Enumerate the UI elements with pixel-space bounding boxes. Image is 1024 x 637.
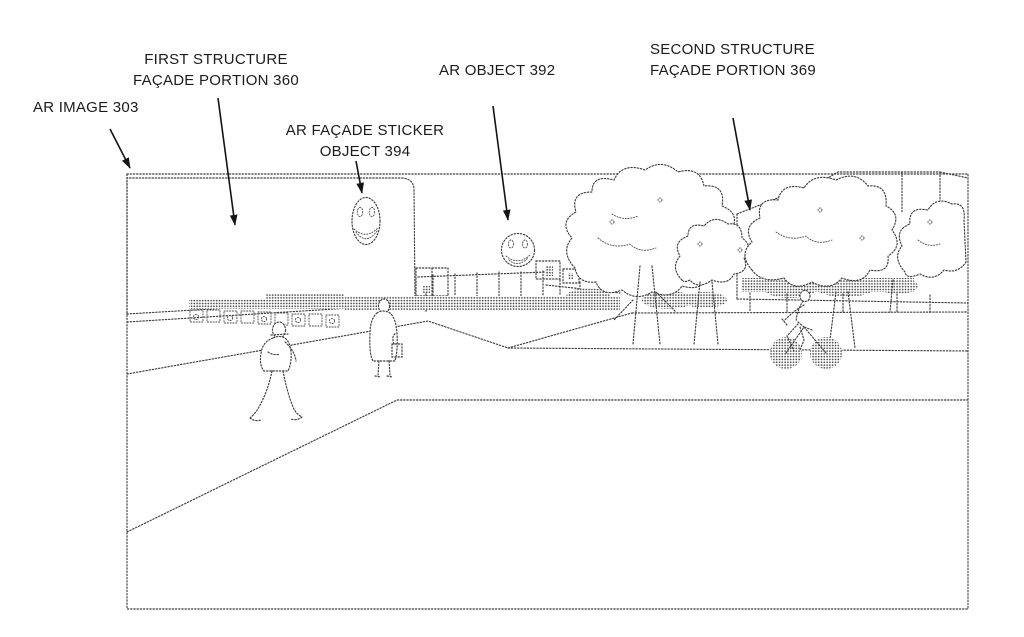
hedge	[345, 277, 931, 314]
label-second-structure-line1: SECOND STRUCTURE	[650, 41, 815, 58]
label-first-structure: FIRST STRUCTURE FAÇADE PORTION 360	[133, 49, 299, 91]
cyclist	[770, 289, 842, 369]
label-ar-facade-sticker-line2: OBJECT 394	[319, 143, 411, 160]
pedestrian-2	[369, 298, 403, 378]
ar-object-smiley	[500, 232, 536, 268]
label-first-structure-line1: FIRST STRUCTURE	[144, 51, 288, 68]
second-structure-leader-arrow	[732, 117, 752, 211]
label-ar-facade-sticker-line1: AR FAÇADE STICKER	[285, 122, 445, 139]
road-lines	[126, 311, 969, 533]
parked-row	[189, 294, 345, 328]
label-second-structure: SECOND STRUCTURE FAÇADE PORTION 369	[650, 39, 816, 81]
label-second-structure-line2: FAÇADE PORTION 369	[650, 62, 816, 79]
leader-arrows	[109, 97, 752, 226]
label-first-structure-line2: FAÇADE PORTION 360	[133, 72, 299, 89]
ar-facade-sticker-leader-arrow	[355, 160, 364, 194]
label-ar-facade-sticker: AR FAÇADE STICKER OBJECT 394	[286, 120, 444, 162]
first-structure-leader-arrow	[217, 97, 238, 226]
ar-facade-sticker-smiley	[351, 196, 381, 246]
ar-object-leader-arrow	[492, 105, 511, 221]
pedestrian-1	[249, 321, 303, 422]
label-ar-object: AR OBJECT 392	[439, 62, 556, 79]
label-ar-image: AR IMAGE 303	[33, 99, 139, 116]
ar-image-frame	[126, 173, 969, 610]
ar-image-leader-arrow	[109, 128, 131, 169]
trees	[565, 163, 967, 349]
